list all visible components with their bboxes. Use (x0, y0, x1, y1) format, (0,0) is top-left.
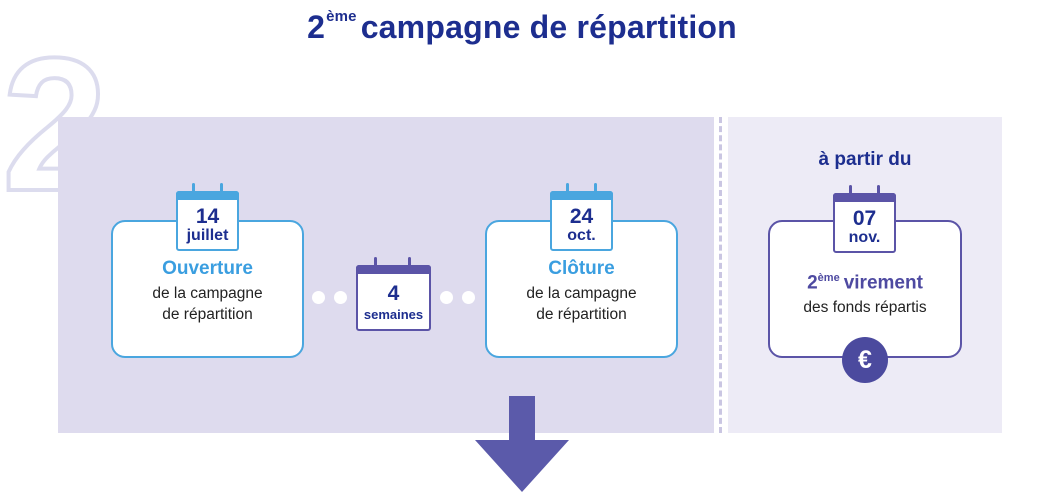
opening-date-day: 14 (195, 205, 220, 228)
closing-line1: de la campagne (526, 285, 637, 302)
opening-calendar-icon: 14 juillet (176, 183, 239, 251)
calendar-ring (192, 183, 195, 199)
closing-calendar-icon: 24 oct. (550, 183, 613, 251)
connector-dot (312, 291, 325, 304)
transfer-line1: des fonds répartis (803, 299, 927, 317)
duration-calendar-icon: 4 semaines (356, 257, 431, 331)
duration-value: 4 (387, 282, 400, 305)
transfer-label-suffix: ème (817, 272, 840, 284)
calendar-ring (374, 257, 377, 273)
opening-label: Ouverture (162, 258, 253, 279)
transfer-date-month: nov. (848, 229, 881, 246)
connector-dot (334, 291, 347, 304)
euro-icon: € (842, 337, 888, 383)
calendar-header (356, 265, 431, 274)
title-text: campagne de répartition (360, 9, 737, 45)
connector-dot (462, 291, 475, 304)
duration-unit: semaines (363, 307, 424, 322)
calendar-header (550, 191, 613, 200)
down-arrow-icon (475, 396, 569, 492)
transfer-label-ordinal: 2 (807, 272, 818, 294)
connector-dot (440, 291, 453, 304)
opening-line2: de répartition (162, 306, 253, 323)
calendar-header (833, 193, 896, 202)
title-ordinal: 2 (307, 9, 326, 45)
calendar-header (176, 191, 239, 200)
closing-label: Clôture (548, 258, 615, 279)
transfer-calendar-icon: 07 nov. (833, 185, 896, 253)
transfer-label-word: virement (843, 272, 923, 294)
calendar-ring (877, 185, 880, 201)
calendar-ring (220, 183, 223, 199)
ticket-separator (719, 117, 722, 433)
opening-line1: de la campagne (152, 285, 263, 302)
closing-date-month: oct. (567, 227, 596, 244)
closing-line2: de répartition (536, 306, 627, 323)
opening-date-month: juillet (186, 227, 229, 244)
transfer-heading: à partir du (818, 149, 912, 170)
calendar-ring (594, 183, 597, 199)
calendar-ring (849, 185, 852, 201)
calendar-ring (408, 257, 411, 273)
calendar-ring (566, 183, 569, 199)
closing-date-day: 24 (569, 205, 594, 228)
transfer-date-day: 07 (852, 207, 877, 230)
title-suffix: ème (326, 8, 357, 25)
